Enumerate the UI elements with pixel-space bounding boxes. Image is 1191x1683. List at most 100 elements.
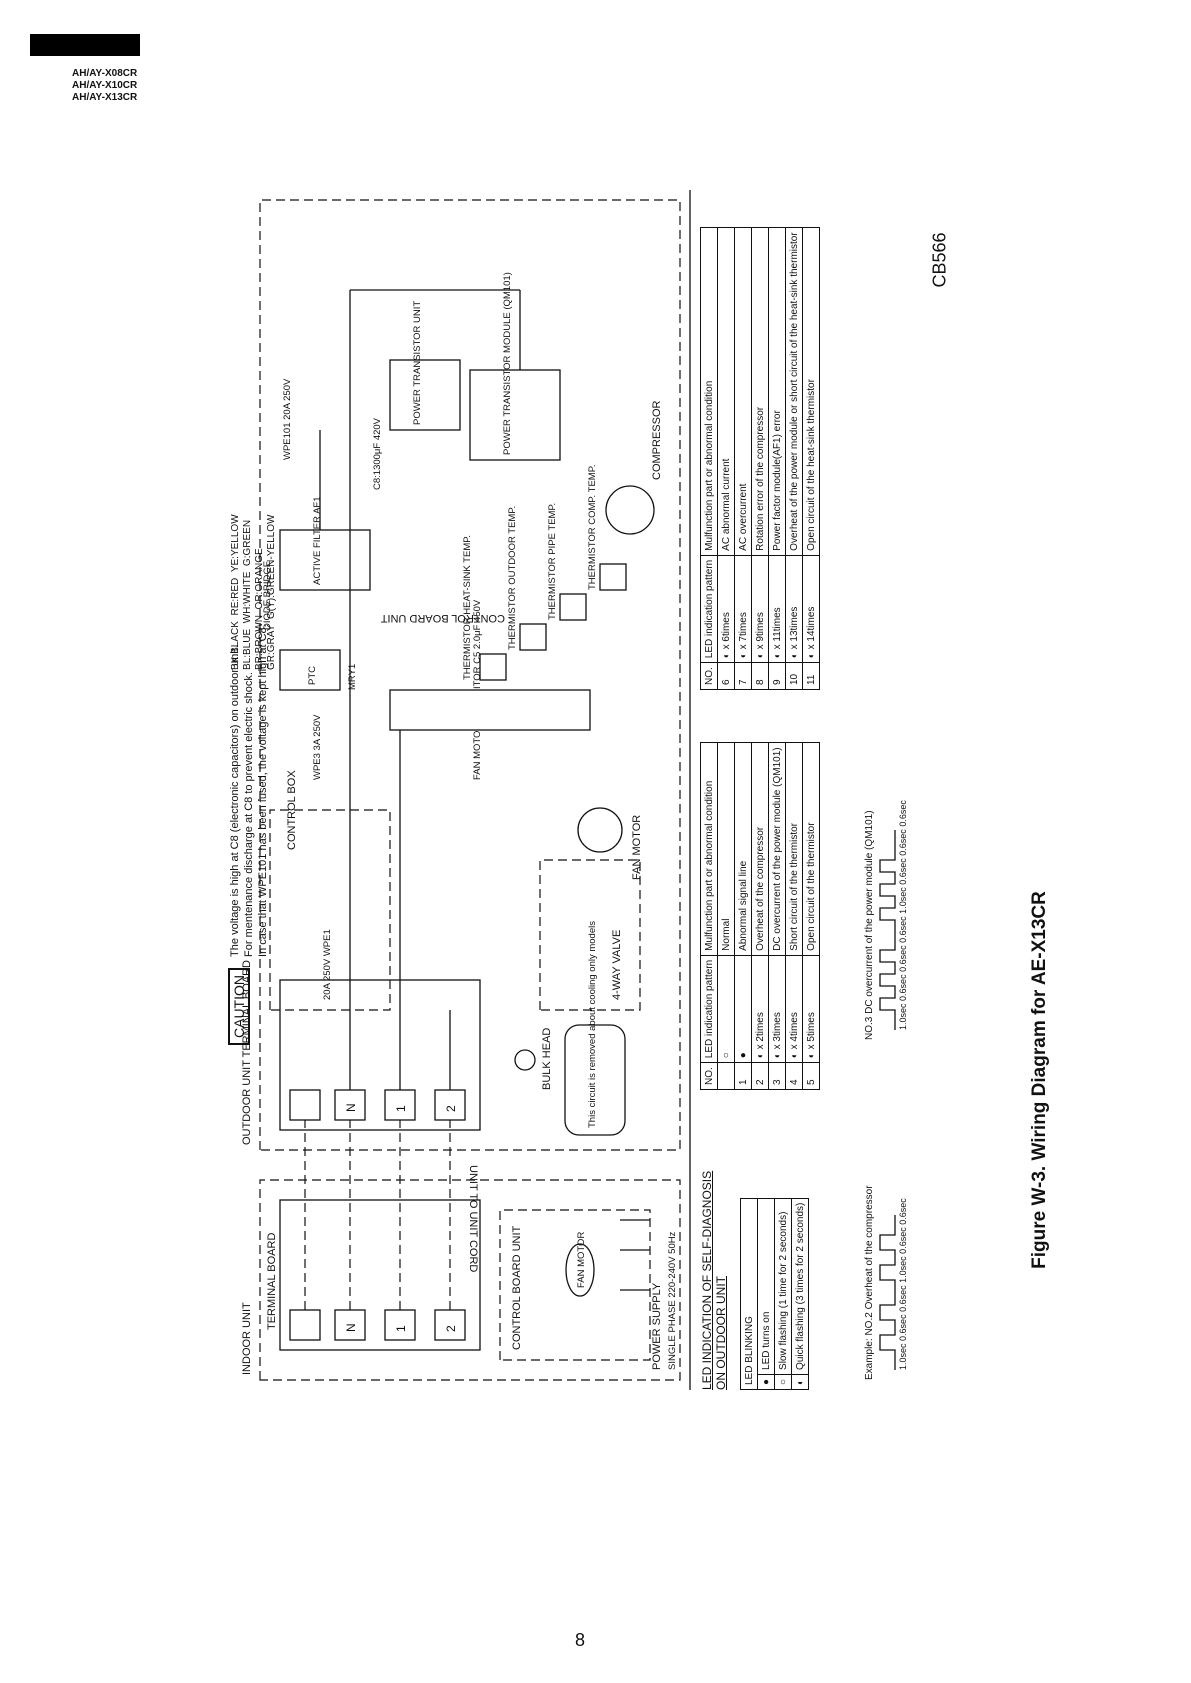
page-number: 8 bbox=[575, 1630, 586, 1650]
indoor-unit-box bbox=[259, 1179, 681, 1381]
model-2: AH/AY-X10CR bbox=[72, 80, 138, 91]
led-title-line-1: LED INDICATION OF SELF-DIAGNOSIS bbox=[700, 1170, 714, 1390]
thermistor-outdoor-symbol bbox=[519, 623, 547, 651]
example-caption: Example: NO.2 Overheat of the compressor bbox=[864, 1185, 875, 1380]
timing-labels-no3: 1.0sec 0.6sec 0.6sec 0.6sec 1.0sec 0.6se… bbox=[898, 800, 908, 1030]
legend-row-4: GR:GRAY G(Y):GREEN-YELLOW bbox=[266, 514, 277, 670]
terminal-2-label-out: 2 bbox=[444, 1105, 458, 1112]
legend-row-1: BK:BLACK RE:RED YE:YELLOW bbox=[230, 514, 241, 670]
terminal-1-label-out: 1 bbox=[394, 1105, 408, 1112]
legend-row-3: BR:BROWN OR:ORANGE bbox=[254, 548, 265, 670]
terminal-ground-in bbox=[289, 1309, 321, 1341]
table-row: ◐Quick flashing (3 times for 2 seconds) bbox=[791, 1198, 809, 1390]
figure-title: Figure W-3. Wiring Diagram for AE-X13CR bbox=[1029, 891, 1050, 1269]
bulk-head-ground bbox=[514, 1049, 536, 1071]
caution-line-1: The voltage is high at C8 (electronic ca… bbox=[229, 645, 241, 957]
four-way-valve-box bbox=[539, 859, 641, 1011]
active-filter bbox=[279, 529, 371, 591]
indoor-fan-motor bbox=[565, 1243, 595, 1297]
wpe101-label: WPE101 20A 250V bbox=[282, 378, 293, 460]
caution-note: CAUTION The voltage is high at C8 (elect… bbox=[228, 624, 270, 1045]
led-blinking-header: LED BLINKING bbox=[740, 1198, 758, 1390]
terminal-board-label: TERMINAL BOARD bbox=[266, 1233, 278, 1330]
color-legend: BK:BLACK RE:RED YE:YELLOW BL:BLUE WH:WHI… bbox=[230, 514, 278, 670]
table-row: ●LED turns on bbox=[757, 1198, 775, 1390]
thermistor-comp-label: THERMISTOR COMP. TEMP. bbox=[587, 465, 598, 590]
terminal-n-label: N bbox=[344, 1323, 358, 1332]
timing-waveform-no3 bbox=[879, 830, 896, 1030]
power-supply-label: POWER SUPPLY bbox=[651, 1282, 663, 1370]
mry1-label: MRY1 bbox=[347, 664, 358, 690]
active-filter-label: ACTIVE FILTER AF1 bbox=[312, 496, 323, 585]
caution-label: CAUTION bbox=[228, 968, 250, 1045]
power-supply-arrows bbox=[620, 1219, 650, 1291]
thermistor-pipe-label: THERMISTOR PIPE TEMP. bbox=[547, 503, 558, 620]
thermistor-outdoor-label: THERMISTOR OUTDOOR TEMP. bbox=[507, 506, 518, 650]
power-transistor-unit-label: POWER TRANSISTOR UNIT bbox=[412, 301, 423, 425]
thermistor-comp-symbol bbox=[599, 563, 627, 591]
model-1: AH/AY-X08CR bbox=[72, 68, 138, 79]
c8-rating-label: C8:1300μF 420V bbox=[372, 417, 383, 490]
compressor bbox=[605, 485, 655, 535]
terminal-n-label-out: N bbox=[344, 1103, 358, 1112]
removed-note-box bbox=[564, 1024, 626, 1136]
outdoor-terminal-board bbox=[279, 979, 481, 1131]
legend-row-2: BL:BLUE WH:WHITE G:GREEN bbox=[242, 519, 253, 670]
figure-code: CB566 bbox=[929, 232, 950, 288]
timing-labels-no2: 1.0sec 0.6sec 0.6sec 1.0sec 0.6sec 0.6se… bbox=[898, 1198, 908, 1370]
table-row: 1●Abnormal signal line bbox=[734, 742, 752, 1090]
diode-bridge-label: DIODE BRIDGE bbox=[262, 561, 273, 630]
unit-to-unit-cord-label: UNIT TO UNIT CORD bbox=[467, 1165, 479, 1272]
single-phase-label: SINGLE PHASE 220-240V 50Hz bbox=[667, 1231, 678, 1370]
wpe3-label: WPE3 3A 250V bbox=[312, 714, 323, 780]
terminal-2-label: 2 bbox=[444, 1325, 458, 1332]
header-black-bar bbox=[30, 34, 140, 56]
outdoor-fan-motor-label: FAN MOTOR bbox=[631, 815, 643, 880]
indoor-control-board-label: CONTROL BOARD UNIT bbox=[511, 1225, 523, 1350]
outdoor-terminal-board-label: OUTDOOR UNIT TERMINAL BOARD bbox=[241, 960, 253, 1145]
table-row: ○Normal bbox=[717, 742, 735, 1090]
wpe1-label: 20A 250V WPE1 bbox=[322, 929, 333, 1000]
indoor-control-board bbox=[499, 1209, 651, 1361]
power-transistor-unit bbox=[389, 359, 461, 431]
outdoor-fan-motor bbox=[577, 807, 623, 853]
thermistor-pipe-symbol bbox=[559, 593, 587, 621]
model-3: AH/AY-X13CR bbox=[72, 92, 138, 103]
four-way-valve-label: 4-WAY VALVE bbox=[611, 930, 623, 1000]
thermistors bbox=[479, 563, 627, 681]
unit-to-unit-wires bbox=[304, 1120, 451, 1310]
bulk-head-label: BULK HEAD bbox=[541, 1028, 553, 1090]
removed-note: This circuit is removed about cooling on… bbox=[587, 921, 598, 1128]
terminal-1-label: 1 bbox=[394, 1325, 408, 1332]
compressor-label: COMPRESSOR bbox=[651, 400, 663, 480]
terminal-ground-out bbox=[289, 1089, 321, 1121]
wiring-diagram-sheet: N 1 2 N 1 2 UNIT TO UNIT CORD INDOOR UNI… bbox=[220, 190, 910, 1390]
noise-filter-section bbox=[269, 809, 391, 1011]
indoor-terminals bbox=[289, 1089, 466, 1341]
table-row: ○Slow flashing (1 time for 2 seconds) bbox=[774, 1198, 792, 1390]
thermistor-heatsink-symbol bbox=[479, 653, 507, 681]
power-transistor-module-label: POWER TRANSISTOR MODULE (QM101) bbox=[502, 272, 513, 455]
indoor-terminal-board bbox=[279, 1199, 481, 1351]
caution-line-3: In case that WPE101 has been fused, the … bbox=[257, 624, 269, 957]
led-blinking-table: LED BLINKING ●LED turns on ○Slow flashin… bbox=[740, 1198, 809, 1390]
timing-waveform-no2 bbox=[879, 1215, 896, 1370]
ptc-label: PTC bbox=[307, 666, 318, 685]
model-list: AH/AY-X08CR AH/AY-X10CR AH/AY-X13CR bbox=[72, 68, 137, 104]
main-bus-wires bbox=[319, 289, 521, 1090]
indoor-fan-motor-label: FAN MOTOR bbox=[576, 1232, 587, 1288]
caution-line-2: For mentenance discharge at C8 to preven… bbox=[243, 672, 255, 957]
no3-caption: NO.3 DC overcurrent of the power module … bbox=[864, 810, 875, 1040]
ptc bbox=[279, 649, 341, 691]
